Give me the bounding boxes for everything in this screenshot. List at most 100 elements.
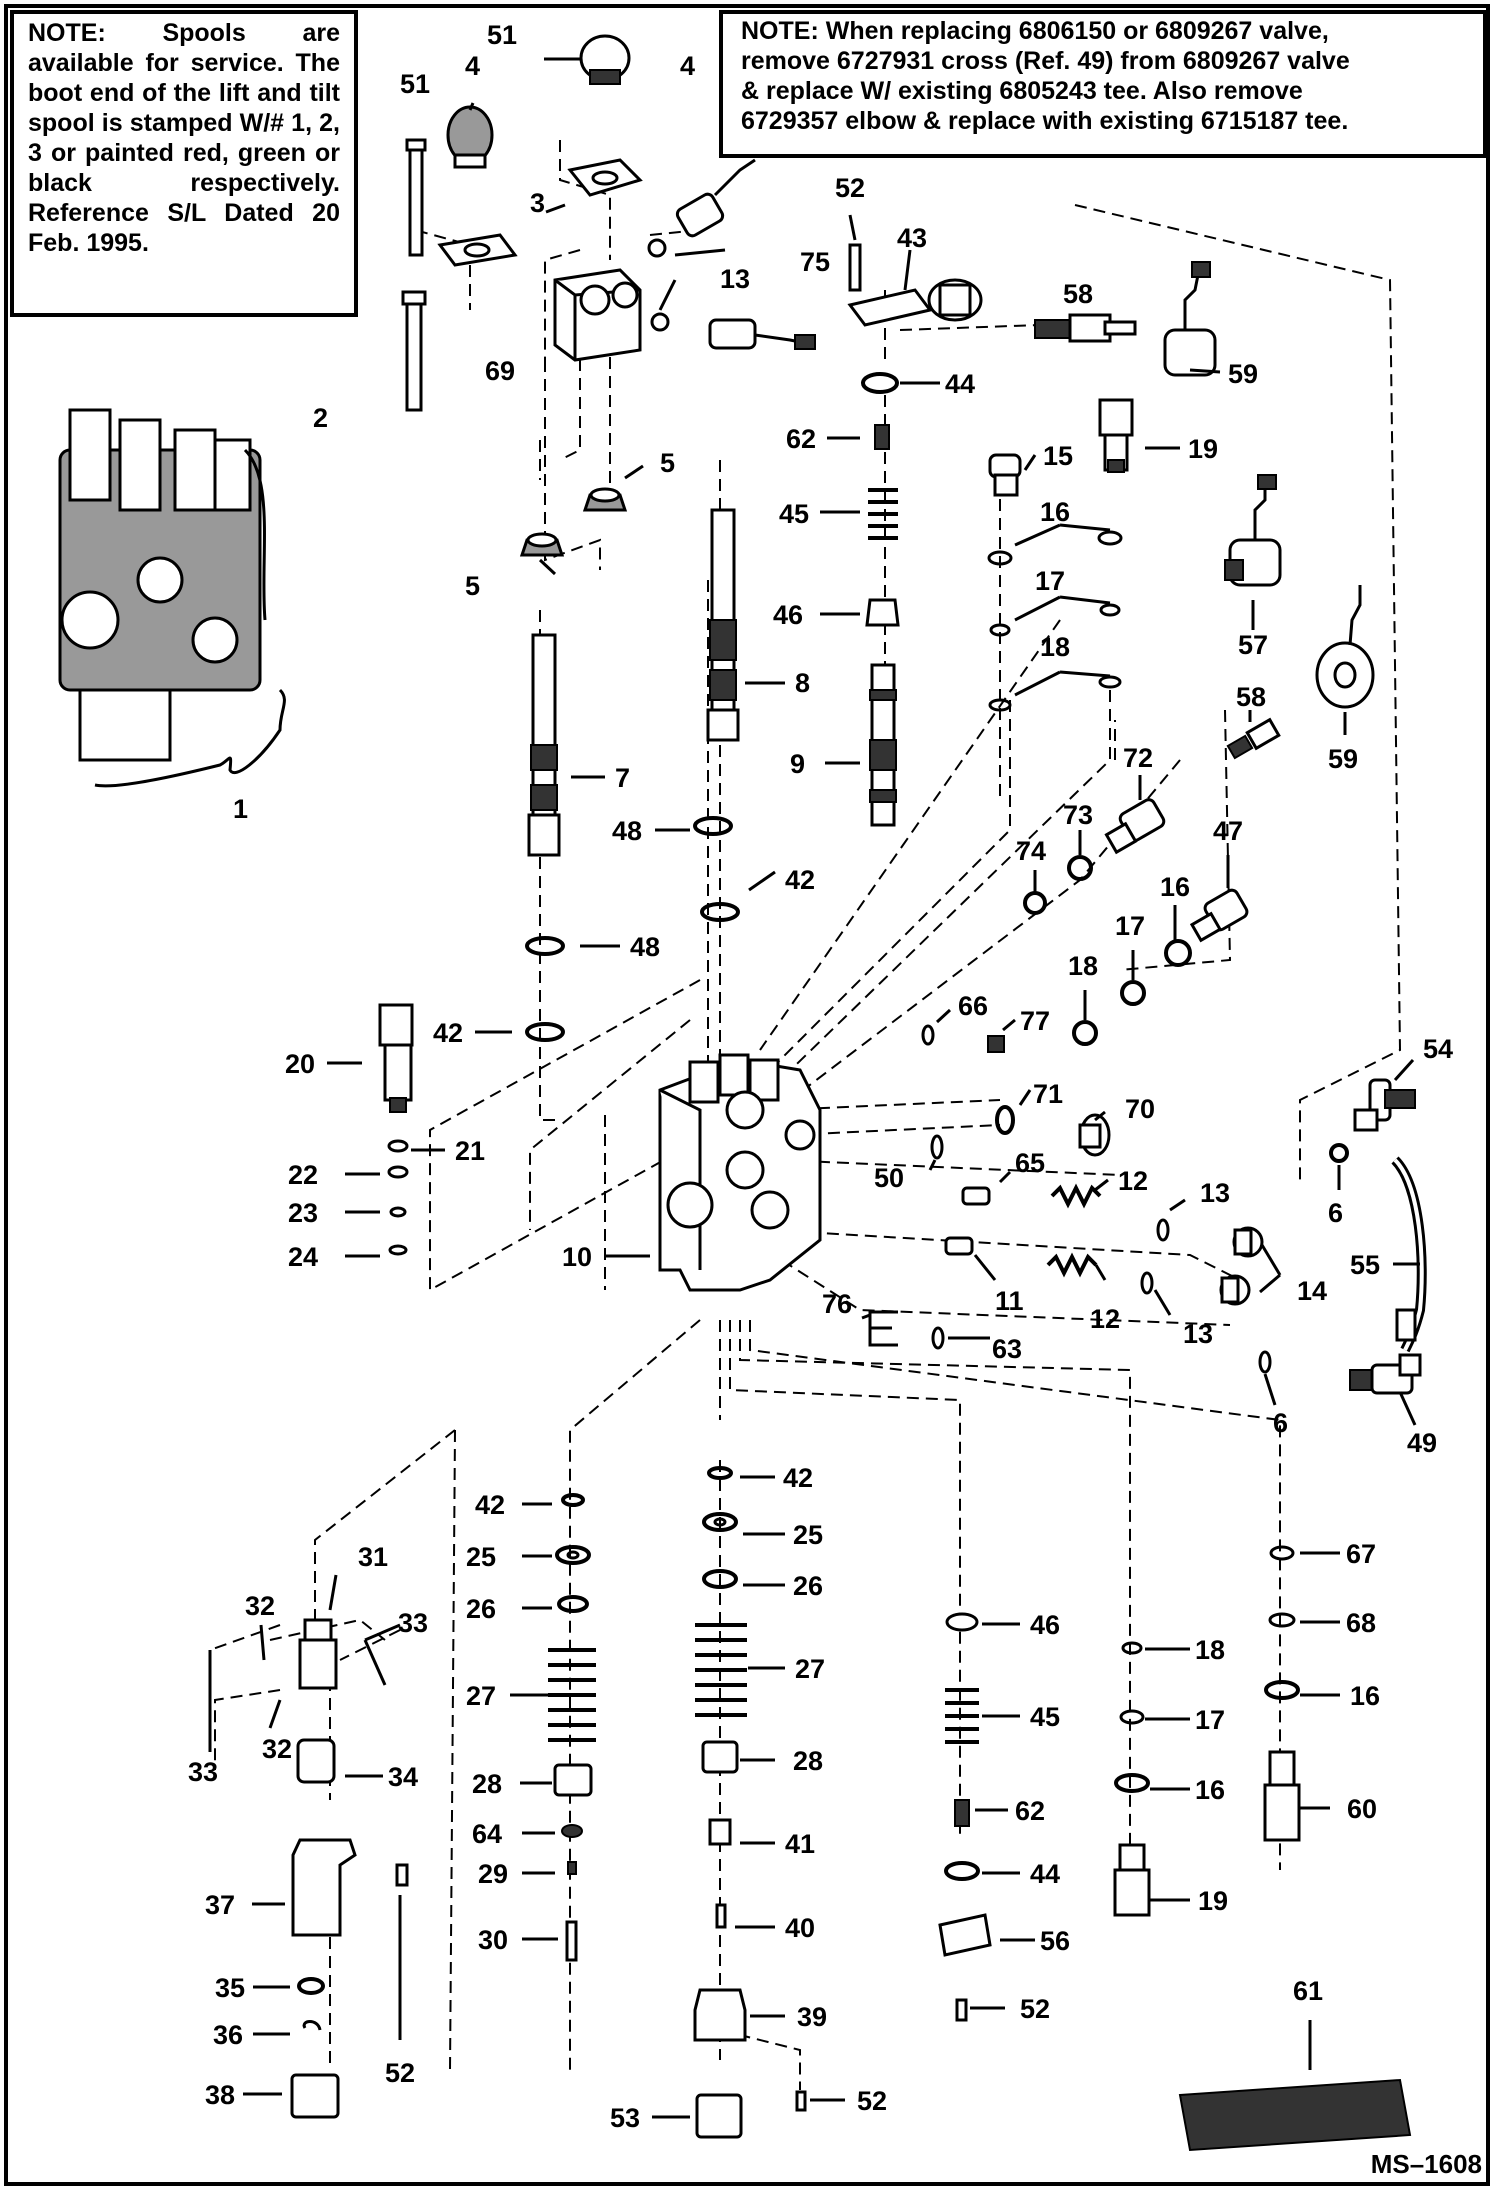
oring-44-top	[861, 372, 899, 394]
parts	[58, 34, 1427, 2152]
label-29: 29	[478, 1859, 508, 1889]
label-42-upper: 42	[785, 865, 815, 895]
label-11: 11	[995, 1286, 1024, 1316]
seal-64	[561, 1824, 583, 1838]
label-7: 7	[615, 763, 630, 793]
spring-pin-62-top	[874, 424, 890, 450]
label-5-left: 5	[465, 571, 480, 601]
label-52-bottom-left: 52	[385, 2058, 415, 2088]
washer-48-upper	[693, 816, 733, 836]
plug-70	[1078, 1113, 1111, 1157]
bolt-51-left	[405, 298, 423, 412]
label-45-top: 45	[779, 499, 809, 529]
assembly-brace	[94, 688, 286, 788]
valve-19-top	[1098, 398, 1134, 473]
label-18-lower: 18	[1195, 1635, 1225, 1665]
leader-lines	[208, 57, 1420, 2119]
valve-60	[1263, 1750, 1301, 1842]
clip-36	[302, 2020, 322, 2031]
bolt-51-right	[408, 143, 424, 257]
label-2: 2	[313, 403, 328, 433]
label-68: 68	[1346, 1608, 1376, 1638]
spool-8	[706, 508, 740, 742]
label-16-lower: 16	[1195, 1775, 1225, 1805]
label-62-lower: 62	[1015, 1796, 1045, 1826]
label-19-lower: 19	[1198, 1886, 1228, 1916]
label-6-upper: 6	[1328, 1198, 1343, 1228]
label-52-bottom-center: 52	[857, 2086, 887, 2116]
label-28-center: 28	[793, 1746, 823, 1776]
plug-72	[1104, 798, 1166, 855]
label-42-left-stack: 42	[475, 1490, 505, 1520]
cap-28-left	[553, 1763, 593, 1797]
label-27-left: 27	[466, 1681, 496, 1711]
label-59-mid: 59	[1328, 744, 1358, 774]
note-spools: NOTE: Spools are available for service. …	[10, 10, 358, 317]
oring-50	[930, 1134, 944, 1160]
oring-42-lower	[525, 1022, 565, 1042]
label-13-top: 13	[720, 264, 750, 294]
label-18-mid: 18	[1068, 951, 1098, 981]
label-25-left: 25	[466, 1542, 496, 1572]
label-12-lower: 12	[1090, 1304, 1120, 1334]
label-55: 55	[1350, 1250, 1380, 1280]
spring-27-left	[548, 1648, 596, 1742]
plug-14-upper	[1232, 1226, 1264, 1258]
label-23: 23	[288, 1198, 318, 1228]
valve-31	[298, 1618, 338, 1690]
label-62-top: 62	[786, 424, 816, 454]
label-33-upper: 33	[398, 1608, 428, 1638]
label-5-right: 5	[660, 448, 675, 478]
label-25-center: 25	[793, 1520, 823, 1550]
label-26-center: 26	[793, 1571, 823, 1601]
label-53: 53	[610, 2103, 640, 2133]
label-27-center: 27	[795, 1654, 825, 1684]
label-65: 65	[1015, 1148, 1045, 1178]
cap-28-center	[701, 1740, 739, 1774]
label-76: 76	[822, 1289, 852, 1319]
poppet-65	[961, 1186, 991, 1206]
label-43: 43	[897, 223, 927, 253]
oring-42-upper	[700, 902, 740, 922]
label-46-lower: 46	[1030, 1610, 1060, 1640]
plug-14-lower	[1219, 1274, 1251, 1306]
screw-52-bottom-right	[955, 1998, 968, 2022]
label-56: 56	[1040, 1926, 1070, 1956]
label-36: 36	[213, 2020, 243, 2050]
valve-assembly-thumbnail	[58, 408, 267, 762]
label-19-top: 19	[1188, 434, 1218, 464]
oring-73	[1067, 855, 1093, 881]
pin-29	[567, 1861, 577, 1875]
callout-labels: 51 51 4 4 3 13 75 52 43 58 59 69 44 2 62…	[188, 20, 1453, 2133]
decal-61	[1178, 2078, 1412, 2152]
housing-37	[291, 1838, 357, 1937]
label-51-top: 51	[487, 20, 517, 50]
fitting-56	[938, 1913, 992, 1957]
label-42-center-stack: 42	[783, 1463, 813, 1493]
note-line-3: & replace W/ existing 6805243 tee. Also …	[741, 77, 1303, 105]
label-32-upper: 32	[245, 1591, 275, 1621]
note-line-4: 6729357 elbow & replace with existing 67…	[741, 107, 1349, 135]
label-6-lower: 6	[1273, 1408, 1288, 1438]
label-54: 54	[1423, 1034, 1453, 1064]
label-3: 3	[530, 188, 545, 218]
label-13-mid: 13	[1200, 1178, 1230, 1208]
label-15: 15	[1043, 441, 1073, 471]
label-26-left: 26	[466, 1594, 496, 1624]
label-58-top: 58	[1063, 279, 1093, 309]
label-52-top: 52	[835, 173, 865, 203]
label-52-bottom-right: 52	[1020, 1994, 1050, 2024]
note-spools-text: NOTE: Spools are available for service. …	[28, 19, 340, 257]
note-valve-replacement: NOTE: When replacing 6806150 or 6809267 …	[719, 10, 1487, 158]
label-34: 34	[388, 1762, 418, 1792]
tee-54	[1353, 1078, 1416, 1132]
label-33-lower: 33	[188, 1757, 218, 1787]
oring-71	[995, 1105, 1015, 1135]
label-38: 38	[205, 2080, 235, 2110]
washer-48-lower	[525, 936, 565, 956]
pin-30	[565, 1920, 578, 1962]
label-8: 8	[795, 668, 810, 698]
label-9: 9	[790, 749, 805, 779]
gasket-3-upper	[567, 158, 643, 197]
